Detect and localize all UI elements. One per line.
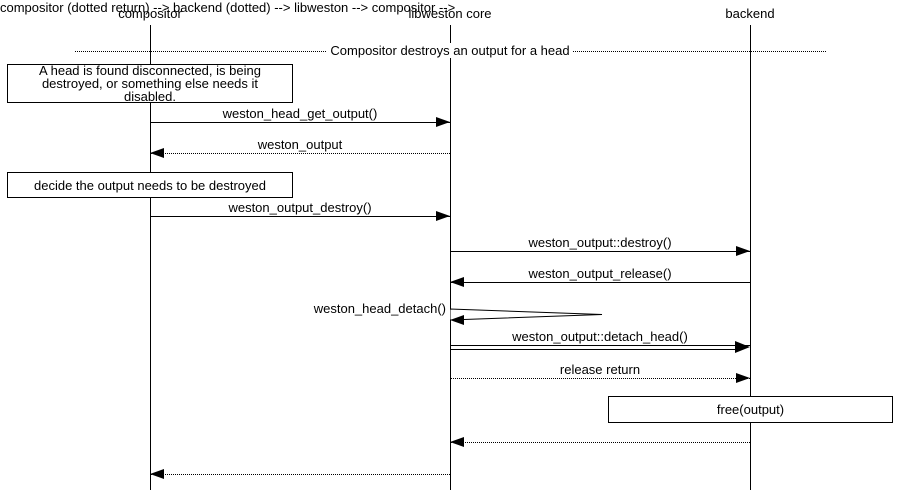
message-label: weston_output::detach_head() (512, 329, 688, 344)
message-line (150, 474, 450, 475)
message-line (450, 442, 750, 443)
arrowhead-left-icon (150, 148, 164, 158)
self-call-line (450, 308, 603, 321)
arrowhead-left-icon (450, 437, 464, 447)
lifeline-backend (750, 25, 751, 490)
message-label: weston_output_destroy() (228, 200, 372, 215)
entity-label-libweston-core: libweston core (408, 6, 492, 21)
entity-label-backend: backend (725, 6, 775, 21)
arrowhead-right-icon (436, 211, 450, 221)
arrowhead-left-icon (450, 277, 464, 287)
note-line: disabled. (123, 89, 177, 104)
message-line (150, 216, 450, 217)
message-line (150, 122, 450, 123)
message-label: weston_head_detach() (313, 301, 446, 316)
message-label: weston_output_release() (528, 266, 672, 281)
note-line: decide the output needs to be destroyed (33, 177, 266, 193)
message-label: release return (559, 362, 641, 377)
divider: Compositor destroys an output for a head (0, 43, 900, 58)
message-line (150, 153, 450, 154)
message-line (450, 251, 750, 252)
arrowhead-right-icon (735, 341, 750, 353)
arrowhead-right-icon (436, 117, 450, 127)
message-line (450, 349, 740, 350)
lifeline-libweston-core (450, 25, 451, 490)
message-line (450, 378, 750, 379)
arrowhead-left-icon (150, 469, 164, 479)
note-decide-destroy: decide the output needs to be destroyed (7, 172, 293, 198)
message-line (450, 345, 750, 346)
arrowhead-right-icon (736, 246, 750, 256)
note-line: A head is found disconnected, is being (39, 63, 261, 78)
note-line: destroyed, or something else needs it (41, 76, 259, 91)
entity-label-compositor: compositor (118, 6, 182, 21)
message-label: weston_output::destroy() (528, 235, 672, 250)
message-label: weston_head_get_output() (222, 106, 378, 121)
note-line: free(output) (716, 402, 785, 417)
arrowhead-left-icon (450, 315, 464, 325)
lifeline-compositor (150, 25, 151, 490)
message-label: weston_output (257, 137, 343, 152)
arrowhead-right-icon (736, 373, 750, 383)
self-call-loop (450, 308, 603, 325)
note-head-disconnected: A head is found disconnected, is being d… (7, 64, 293, 103)
message-line (450, 282, 750, 283)
divider-label: Compositor destroys an output for a head (327, 43, 573, 58)
note-free-output: free(output) (608, 396, 893, 423)
